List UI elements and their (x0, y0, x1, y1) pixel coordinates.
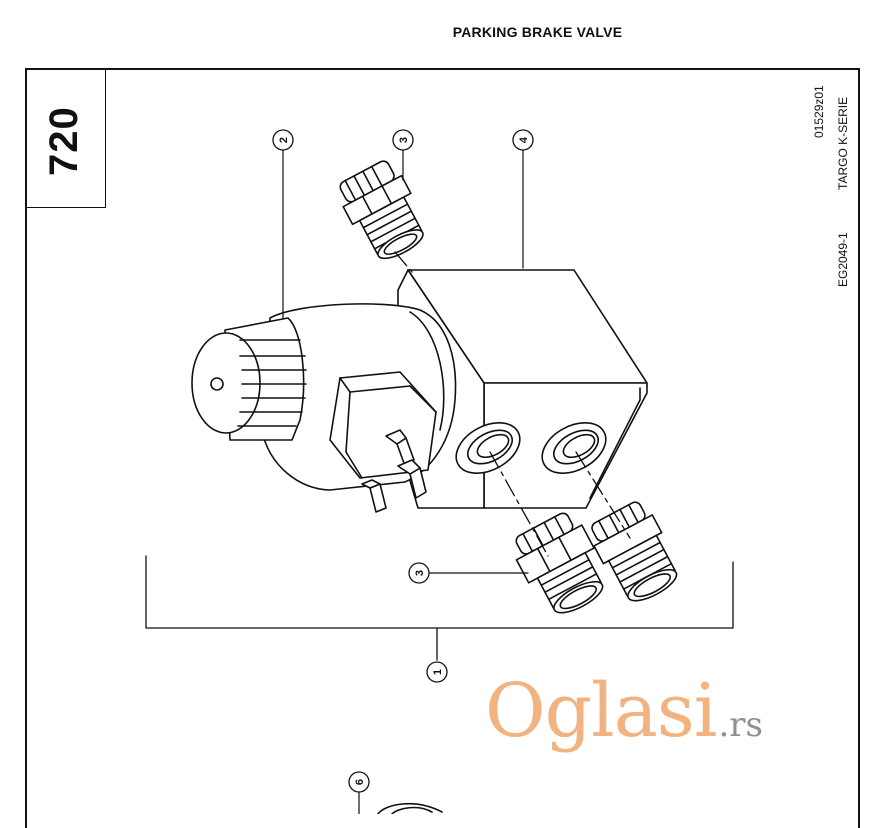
callout-circle-2 (272, 129, 294, 151)
callout-3-top: 3 (398, 137, 410, 143)
callout-circle-3-bottom (408, 562, 430, 584)
callout-circle-6 (348, 771, 370, 793)
fitting-bottom-left (515, 512, 604, 614)
spade-terminal-2 (397, 459, 427, 499)
assembly-bracket (145, 555, 734, 629)
page-number-box (27, 70, 106, 208)
ribbed-cap (191, 317, 307, 441)
valve-port-left (455, 422, 521, 474)
callout-2: 2 (278, 137, 290, 143)
callout-4: 4 (518, 136, 530, 143)
page-title: PARKING BRAKE VALVE (452, 24, 623, 40)
callout-circle-4 (512, 129, 534, 151)
callout-6: 6 (354, 779, 366, 785)
watermark-main: Oglasi (485, 668, 717, 754)
fitting-top (339, 160, 424, 260)
callout-circle-3-top (392, 129, 414, 151)
solenoid-coil (191, 303, 457, 513)
assembly-dash-lines (394, 251, 631, 557)
spade-terminal-3 (361, 479, 387, 513)
valve-port-right (541, 422, 607, 474)
leader-lines (282, 149, 529, 814)
callout-1: 1 (432, 669, 444, 675)
spade-terminal-1 (385, 429, 415, 467)
callout-circle-1 (426, 661, 448, 683)
watermark-suffix: .rs (718, 705, 763, 745)
drawing-frame (25, 68, 860, 828)
watermark-logo: Oglasi.rs (485, 668, 763, 754)
callout-3-bottom: 3 (414, 570, 426, 576)
fitting-bottom-right (591, 501, 678, 602)
